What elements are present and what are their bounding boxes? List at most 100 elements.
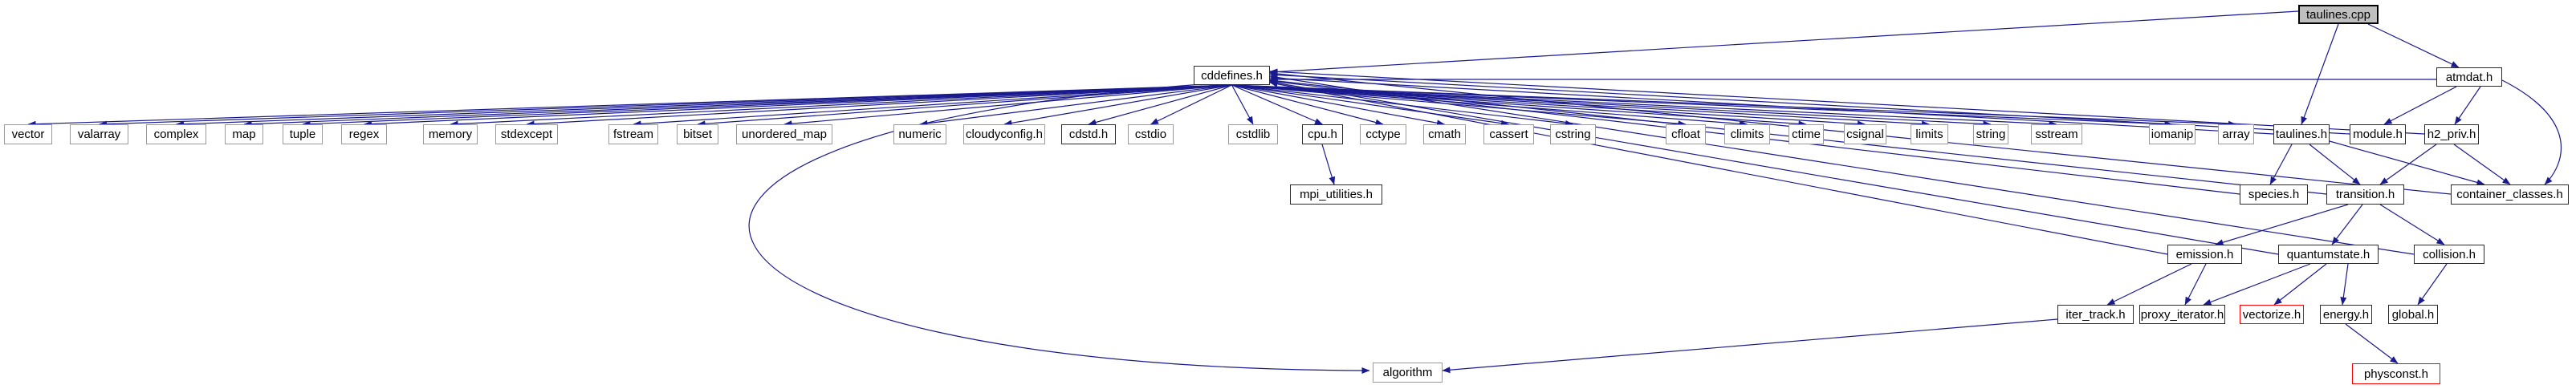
graph-node-label: cloudyconfig.h [966, 128, 1043, 141]
graph-node-label: quantumstate.h [2286, 247, 2370, 261]
graph-node-string: string [1973, 124, 2008, 144]
edge-cddefines.h-to-cpu.h [1231, 84, 1323, 125]
graph-node-h2-priv-h[interactable]: h2_priv.h [2424, 124, 2479, 144]
graph-node-map: map [225, 124, 263, 144]
graph-node-label: ctime [1792, 128, 1821, 141]
edge-module.h-to-cddefines.h [1269, 71, 2350, 135]
graph-node-label: sstream [2035, 128, 2078, 141]
graph-node-cmath: cmath [1423, 124, 1466, 144]
edge-atmdat.h-to-h2_priv.h [2454, 86, 2481, 125]
graph-node-label: bitset [683, 128, 712, 141]
graph-node-cpu-h[interactable]: cpu.h [1302, 124, 1343, 144]
graph-node-complex: complex [146, 124, 206, 144]
graph-node-label: algorithm [1382, 366, 1433, 379]
graph-node-label: stdexcept [500, 128, 553, 141]
graph-node-label: map [232, 128, 256, 141]
graph-node-collision-h[interactable]: collision.h [2414, 245, 2484, 264]
graph-node-label: cmath [1428, 128, 1461, 141]
graph-node-label: physconst.h [2363, 367, 2429, 381]
edge-h2_priv.h-to-transition.h [2379, 144, 2437, 185]
graph-node-cctype: cctype [1360, 124, 1406, 144]
graph-node-label: iomanip [2151, 128, 2194, 141]
edge-collision.h-to-global.h [2417, 263, 2448, 306]
edge-taulines.h-to-cddefines.h [1269, 75, 2274, 135]
edge-cddefines.h-to-cdstd.h [1088, 84, 1232, 126]
graph-node-label: unordered_map [742, 128, 827, 141]
graph-node-label: csignal [1846, 128, 1884, 141]
graph-node-label: cassert [1489, 128, 1528, 141]
edge-transition.h-to-emission.h [2215, 204, 2349, 246]
graph-node-mpi-utilities-h[interactable]: mpi_utilities.h [1290, 184, 1382, 205]
graph-node-proxy-iterator-h[interactable]: proxy_iterator.h [2139, 305, 2225, 324]
graph-node-label: complex [153, 128, 199, 141]
edge-cddefines.h-to-cmath [1231, 84, 1445, 127]
edge-cddefines.h-to-regex [364, 84, 1232, 128]
graph-node-label: cpu.h [1308, 128, 1337, 141]
graph-node-cdstd-h[interactable]: cdstd.h [1061, 124, 1116, 144]
graph-node-quantumstate-h[interactable]: quantumstate.h [2278, 245, 2379, 264]
graph-node-label: species.h [2248, 188, 2300, 201]
edge-taulines.cpp-to-cddefines.h [1269, 10, 2299, 75]
graph-node-physconst-h[interactable]: physconst.h [2352, 363, 2440, 384]
edge-cddefines.h-to-memory [450, 84, 1232, 128]
graph-node-container-classes-h[interactable]: container_classes.h [2451, 184, 2569, 205]
edge-atmdat.h-to-module.h [2383, 86, 2457, 125]
edge-cddefines.h-to-cfloat [1231, 84, 1687, 128]
graph-node-unordered-map: unordered_map [736, 124, 832, 144]
edge-transition.h-to-quantumstate.h [2331, 204, 2363, 245]
graph-node-label: module.h [2353, 128, 2403, 141]
graph-node-energy-h[interactable]: energy.h [2320, 305, 2372, 324]
graph-node-label: cctype [1365, 128, 1401, 141]
edge-quantumstate.h-to-proxy_iterator.h [2203, 263, 2311, 306]
edge-cddefines.h-to-cloudyconfig.h [1003, 84, 1232, 127]
graph-node-label: h2_priv.h [2427, 128, 2476, 141]
graph-node-climits: climits [1724, 124, 1770, 144]
graph-node-module-h[interactable]: module.h [2350, 124, 2406, 144]
graph-node-bitset: bitset [677, 124, 718, 144]
graph-node-iomanip: iomanip [2149, 124, 2196, 144]
graph-node-label: taulines.cpp [2305, 7, 2371, 22]
edge-cpu.h-to-mpi_utilities.h [1321, 144, 1336, 185]
graph-node-taulines-h[interactable]: taulines.h [2273, 124, 2330, 144]
graph-node-label: fstream [612, 128, 653, 141]
edge-energy.h-to-physconst.h [2345, 323, 2399, 364]
edge-cddefines.h-to-cstdio [1150, 84, 1232, 125]
graph-node-transition-h[interactable]: transition.h [2326, 184, 2404, 205]
edge-h2_priv.h-to-cddefines.h [1269, 68, 2425, 135]
graph-node-cstring: cstring [1550, 124, 1596, 144]
graph-node-cstdlib: cstdlib [1228, 124, 1278, 144]
graph-node-tuple: tuple [283, 124, 323, 144]
graph-node-cassert: cassert [1483, 124, 1534, 144]
graph-node-global-h[interactable]: global.h [2388, 305, 2438, 324]
graph-node-label: array [2222, 128, 2250, 141]
graph-node-stdexcept: stdexcept [495, 124, 558, 144]
graph-node-species-h[interactable]: species.h [2240, 184, 2308, 205]
graph-node-emission-h[interactable]: emission.h [2167, 245, 2242, 264]
graph-node-fstream: fstream [608, 124, 658, 144]
graph-node-cddefines-h[interactable]: cddefines.h [1194, 66, 1270, 85]
graph-node-vectorize-h[interactable]: vectorize.h [2240, 305, 2304, 324]
edge-cddefines.h-to-array [1231, 84, 2236, 128]
graph-node-csignal: csignal [1844, 124, 1886, 144]
graph-node-atmdat-h[interactable]: atmdat.h [2436, 67, 2502, 87]
graph-node-label: transition.h [2335, 188, 2395, 201]
graph-node-label: vector [11, 128, 45, 141]
graph-node-label: cfloat [1671, 128, 1700, 141]
edge-quantumstate.h-to-energy.h [2340, 263, 2349, 306]
graph-node-sstream: sstream [2031, 124, 2082, 144]
graph-node-label: valarray [77, 128, 121, 141]
graph-node-cloudyconfig-h: cloudyconfig.h [963, 124, 1045, 144]
edge-emission.h-to-proxy_iterator.h [2184, 263, 2207, 306]
graph-node-taulines-cpp[interactable]: taulines.cpp [2298, 5, 2379, 24]
graph-node-label: numeric [898, 128, 942, 141]
graph-node-iter-track-h[interactable]: iter_track.h [2057, 305, 2134, 324]
edge-taulines.cpp-to-atmdat.h [2367, 23, 2460, 68]
graph-node-label: proxy_iterator.h [2140, 307, 2224, 322]
edge-cddefines.h-to-stdexcept [526, 84, 1232, 128]
edge-h2_priv.h-to-container_classes.h [2453, 144, 2511, 185]
graph-node-label: memory [428, 128, 473, 141]
edge-cddefines.h-to-algorithm [748, 83, 1370, 374]
graph-node-label: tuple [289, 128, 316, 141]
